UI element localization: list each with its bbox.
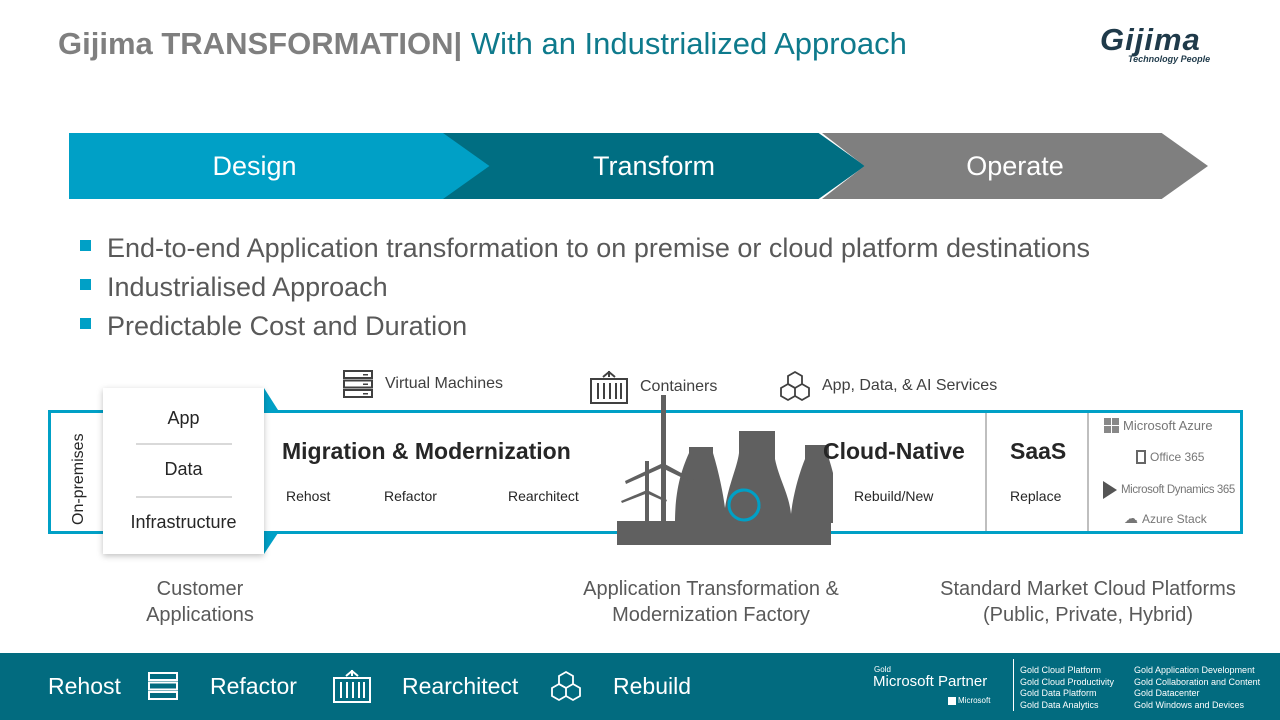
platform-azure: Microsoft Azure: [1104, 418, 1213, 433]
container-icon: [333, 669, 371, 703]
factory-icon: [617, 395, 833, 545]
caption-factory: Application Transformation &Modernizatio…: [583, 578, 839, 626]
cloud-native-title: Cloud-Native: [823, 438, 965, 464]
windows-logo-icon: [1104, 418, 1119, 433]
partner-gold-label: Gold: [874, 665, 891, 674]
on-premises-label: On-premises: [70, 433, 87, 525]
customer-app-stack: App Data Infrastructure: [103, 388, 264, 554]
office-logo-icon: [1136, 450, 1146, 464]
option-refactor: Refactor: [384, 488, 437, 504]
platform-azure-stack: ☁Azure Stack: [1124, 510, 1207, 526]
page-title: Gijima TRANSFORMATION| With an Industria…: [58, 26, 907, 61]
partner-title: Microsoft Partner: [873, 673, 988, 690]
migration-title: Migration & Modernization: [282, 438, 571, 464]
microsoft-logo: Microsoft: [948, 695, 990, 707]
divider: [985, 413, 987, 531]
bullet-item: Predictable Cost and Duration: [80, 311, 467, 342]
caption-standard-platforms: Standard Market Cloud Platforms(Public, …: [940, 578, 1236, 626]
service-containers: Containers: [590, 370, 717, 404]
cloud-icon: ☁: [1124, 510, 1138, 526]
bullet-item: End-to-end Application transformation to…: [80, 233, 1090, 264]
service-app-data-ai: App, Data, & AI Services: [780, 370, 997, 402]
bullet-item: Industrialised Approach: [80, 272, 388, 303]
footer-rehost: Rehost: [48, 673, 121, 699]
phase-design: Design: [69, 133, 490, 199]
container-icon: [590, 370, 628, 404]
option-rehost: Rehost: [286, 488, 331, 504]
server-icon: [148, 672, 178, 700]
option-rearchitect: Rearchitect: [508, 488, 579, 504]
cubes-icon: [780, 370, 810, 402]
service-virtual-machines: Virtual Machines: [343, 370, 503, 398]
footer-rearchitect: Rearchitect: [402, 673, 519, 699]
platform-office365: Office 365: [1136, 450, 1204, 464]
dynamics-logo-icon: [1103, 481, 1117, 499]
saas-title: SaaS: [1010, 438, 1067, 464]
fold-corner: [264, 388, 278, 410]
cubes-icon: [551, 670, 581, 702]
windows-logo-icon: [948, 696, 956, 705]
server-icon: [343, 370, 373, 398]
divider: [1013, 659, 1014, 711]
phase-transform: Transform: [443, 133, 865, 199]
footer-bar: Rehost Refactor Rearchitect Rebuild Gold…: [0, 653, 1280, 720]
option-replace: Replace: [1010, 488, 1062, 504]
footer-refactor: Refactor: [210, 673, 297, 699]
phase-operate: Operate: [822, 133, 1208, 199]
fold-corner: [264, 533, 278, 554]
platform-dynamics365: Microsoft Dynamics 365: [1103, 481, 1235, 499]
footer-rebuild: Rebuild: [613, 673, 691, 699]
divider: [1087, 413, 1089, 531]
option-rebuild-new: Rebuild/New: [854, 488, 934, 504]
gijima-logo: Gijima Technology People: [1100, 22, 1211, 64]
